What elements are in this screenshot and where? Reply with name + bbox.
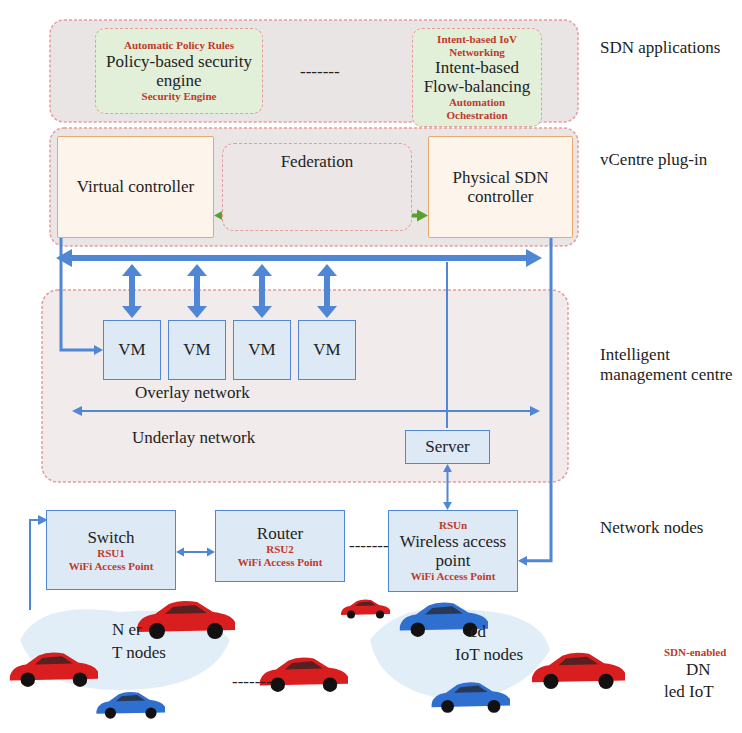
node-text: Intent-based Flow-balancing <box>419 58 535 96</box>
network-node-box: RouterRSU2WiFi Access Point <box>215 510 345 582</box>
node-text: Router <box>257 524 303 543</box>
layer-label: SDN applications <box>600 38 730 58</box>
overlay-text: WiFi Access Point <box>238 556 323 569</box>
federation-box: Federation <box>222 143 412 231</box>
node-text: VM <box>183 340 210 359</box>
control-bus <box>56 249 542 267</box>
network-label: Overlay network <box>135 383 250 403</box>
vm-box: VM <box>103 320 161 380</box>
car <box>260 658 348 692</box>
vcentre-band <box>50 128 578 246</box>
layer-label: vCentre plug-in <box>600 150 730 170</box>
overlay-text: Intent-based IoV Networking <box>419 33 535 58</box>
connector <box>518 238 551 566</box>
app-box: Automatic Policy RulesPolicy-based secur… <box>95 28 263 114</box>
iot-label: ed <box>470 622 486 642</box>
iot-label: T nodes <box>112 643 166 663</box>
ellipsis-dashes: ------- <box>300 62 340 82</box>
app-box: Intent-based IoV NetworkingIntent-based … <box>412 28 542 127</box>
overlay-text: Security Engine <box>142 90 217 103</box>
ellipsis-dashes: ------- <box>349 536 389 556</box>
car <box>137 601 235 639</box>
node-text: Federation <box>281 152 354 171</box>
overlay-line <box>72 406 540 416</box>
overlay-text: Automation Ochestration <box>419 96 535 121</box>
car <box>10 653 98 687</box>
node-text: Physical SDN controller <box>435 168 566 206</box>
overlay-text: RSUn <box>439 519 467 532</box>
node-text: VM <box>118 340 145 359</box>
car <box>432 682 510 713</box>
connector <box>443 464 452 510</box>
car <box>532 653 625 689</box>
iot-label: N er <box>112 620 142 640</box>
vm-links <box>122 262 447 428</box>
vm-box: VM <box>233 320 291 380</box>
node-text: Wireless access point <box>395 532 511 570</box>
node-text: VM <box>313 340 340 359</box>
management-band <box>42 290 568 482</box>
vm-box: VM <box>298 320 356 380</box>
node-text: Server <box>425 437 469 456</box>
network-node-box: SwitchRSU1WiFi Access Point <box>46 510 176 590</box>
overlay-text: WiFi Access Point <box>69 560 154 573</box>
overlay-text: Automatic Policy Rules <box>124 39 234 52</box>
overlay-text: RSU1 <box>97 547 125 560</box>
node-text: Switch <box>87 528 134 547</box>
iot-label: DN <box>686 660 711 680</box>
overlay-text: RSU2 <box>266 543 294 556</box>
layer-label: Network nodes <box>600 518 730 538</box>
controller-box: Physical SDN controller <box>428 136 573 238</box>
layer-label: Intelligent management centre <box>600 345 740 384</box>
node-text: Policy-based security engine <box>102 52 256 90</box>
connector <box>176 548 215 557</box>
node-text: Virtual controller <box>77 177 194 196</box>
ellipsis-dashes: ------- <box>232 672 272 692</box>
vm-box: VM <box>168 320 226 380</box>
car <box>96 692 165 719</box>
network-node-box: RSUnWireless access pointWiFi Access Poi… <box>388 510 518 592</box>
node-text: VM <box>248 340 275 359</box>
iot-label: IoT nodes <box>455 645 523 665</box>
overlay-text: WiFi Access Point <box>411 570 496 583</box>
network-label: Underlay network <box>132 428 255 448</box>
iot-label: SDN-enabled <box>664 646 726 659</box>
iot-label: led IoT <box>664 682 714 702</box>
car <box>341 599 390 618</box>
apps-band <box>50 20 578 122</box>
controller-box: Virtual controller <box>57 136 214 238</box>
connector <box>61 238 103 355</box>
server-box: Server <box>405 430 490 464</box>
